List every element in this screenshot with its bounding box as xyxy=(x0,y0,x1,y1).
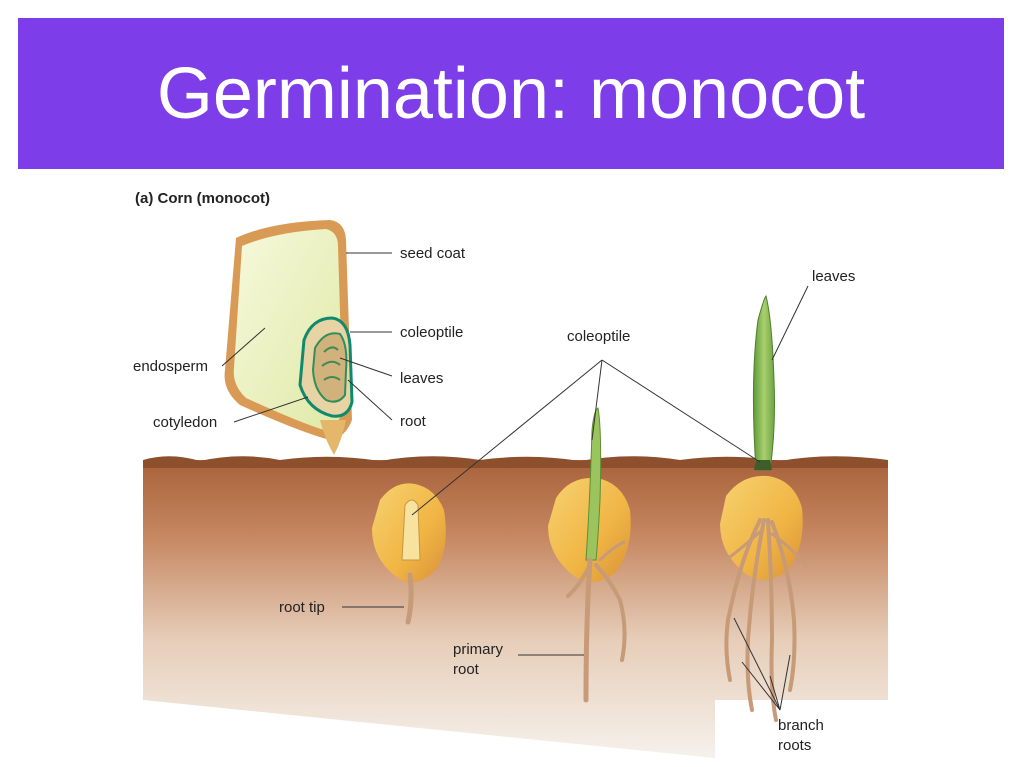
embryo-leaves-shape xyxy=(311,332,348,403)
soil xyxy=(143,456,888,758)
label-leaves-seed: leaves xyxy=(400,370,443,387)
label-root-tip: root tip xyxy=(279,599,325,616)
label-branch-roots-line1: branch xyxy=(778,717,824,734)
label-leaves-seedling: leaves xyxy=(812,268,855,285)
label-coleoptile-seed: coleoptile xyxy=(400,324,463,341)
panel-label: (a) Corn (monocot) xyxy=(135,190,270,207)
label-root-seed: root xyxy=(400,413,427,430)
label-primary-root-line2: root xyxy=(453,661,480,678)
leader-lines xyxy=(221,252,809,711)
seed-tip xyxy=(320,420,346,455)
label-endosperm: endosperm xyxy=(133,358,208,375)
label-primary-root-line1: primary xyxy=(453,641,504,658)
label-seed-coat: seed coat xyxy=(400,245,466,262)
title-bar: Germination: monocot xyxy=(18,18,1004,169)
seedling-3 xyxy=(720,295,808,722)
seedling-2 xyxy=(548,407,631,703)
seed-cross-section xyxy=(224,220,354,455)
seedling-1 xyxy=(372,483,446,625)
slide-title: Germination: monocot xyxy=(156,54,866,134)
label-branch-roots-line2: roots xyxy=(778,737,811,754)
label-cotyledon: cotyledon xyxy=(153,414,217,431)
label-coleoptile-seedlings: coleoptile xyxy=(567,328,630,345)
